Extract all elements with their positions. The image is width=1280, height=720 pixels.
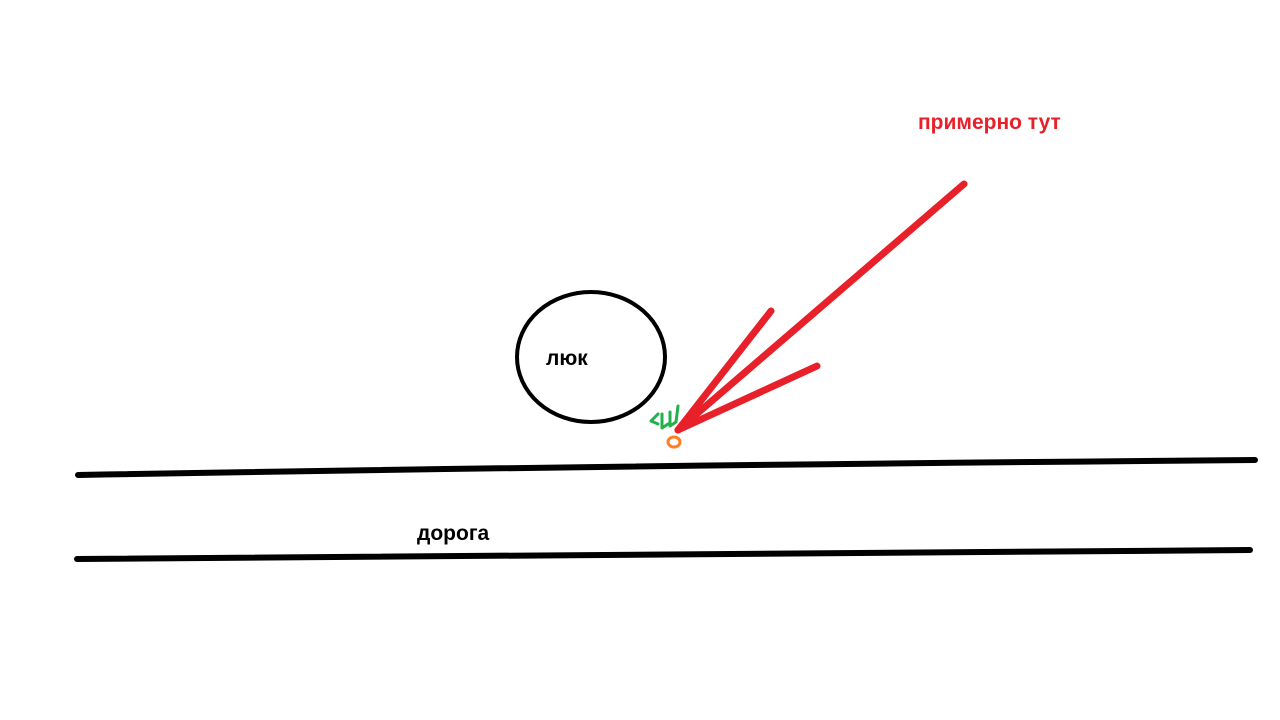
arrow-head-right [674,362,821,434]
road-top-edge [75,457,1258,478]
road-label: дорога [417,522,490,545]
pointer-note-label: примерно тут [918,111,1061,134]
spot-ring-icon [666,435,682,449]
grass-scribble-icon [649,404,680,430]
road-bottom-edge [74,547,1253,562]
arrow-icon [674,180,968,434]
arrow-shaft [674,180,968,434]
arrow-head-left [674,307,775,434]
hatch-label: люк [546,347,588,370]
hatch-circle-icon [515,290,667,424]
